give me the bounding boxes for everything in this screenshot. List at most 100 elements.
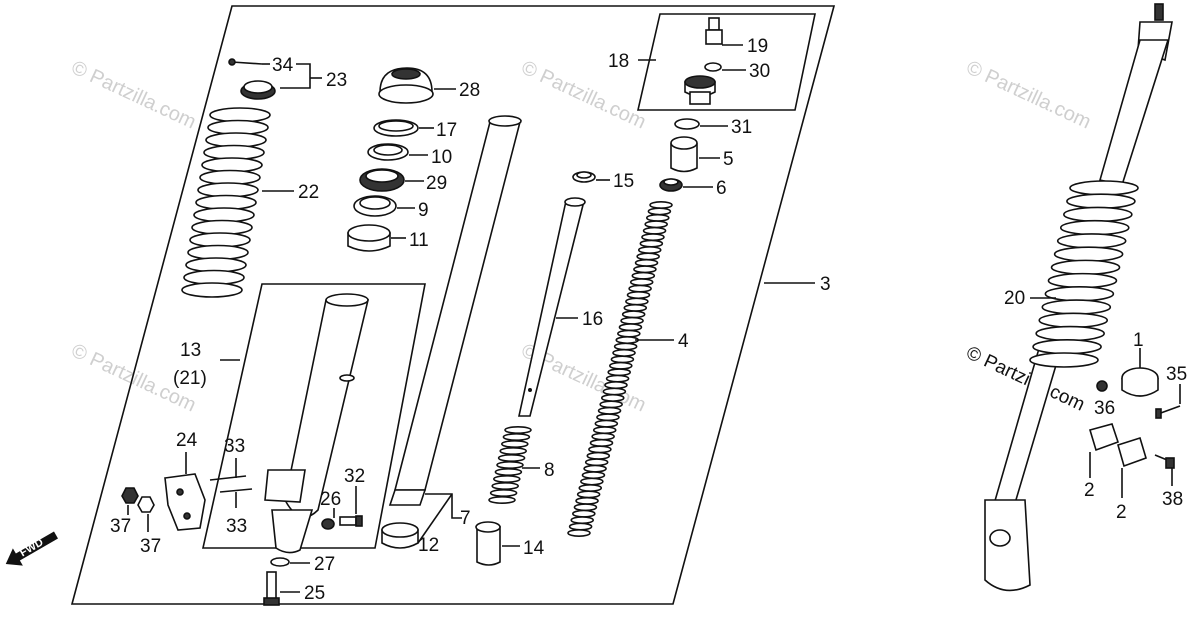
callout-32: 32 [344,466,365,487]
part-7-fork-tube [388,115,522,506]
part-29-seal [359,168,405,192]
spring-coil [572,509,596,518]
callout-26: 26 [320,489,341,510]
leader-7b [417,493,453,544]
spring-coil [649,201,673,210]
spring-coil [610,355,635,364]
spring-coil [602,387,627,396]
part-37-nut [137,496,155,513]
spring-coil [496,460,524,469]
part-13-slider [264,293,370,554]
part-27-washer [270,557,290,567]
callout-12: 12 [418,535,439,556]
callout-33: 33 [224,436,245,457]
callout-18: 18 [608,51,629,72]
spring-coil [607,368,631,377]
callout-4: 4 [678,331,689,352]
spring-coil [626,291,651,300]
callout-13: 13 [180,340,201,361]
boot-fold [1035,325,1105,342]
part-14-piece [475,521,501,566]
spring-coil [504,425,532,434]
spring-coil [620,316,644,325]
spring-coil [580,477,604,486]
part-10-washer [367,143,409,161]
spring-coil [500,439,529,448]
part-1-clamp [1121,367,1159,397]
leader-7 [425,493,462,519]
callout-19: 19 [747,36,768,57]
part-2-bracket [1088,423,1120,452]
spring-coil [641,233,665,242]
spring-coil [575,496,599,505]
spring-coil [633,265,657,274]
part-26-washer [321,518,335,530]
spring-coil [594,419,619,428]
part-31-oring [674,118,700,130]
spring-coil [591,432,615,441]
part-32-bolt [339,515,363,527]
part-8-spring [488,425,532,504]
spring-coil [567,528,591,537]
subassembly-18-box [636,13,816,111]
callout-33: 33 [226,516,247,537]
boot-fold [1041,299,1112,315]
part-25-bolt [263,571,280,606]
part-34-screw [228,58,263,66]
spring-coil [629,278,654,287]
callout-23: 23 [326,70,347,91]
spring-coil [644,220,668,229]
boot-fold [1053,246,1124,262]
callout-25: 25 [304,583,325,604]
callout-37: 37 [110,516,131,537]
spring-coil [583,464,607,473]
callout-2: 2 [1084,480,1095,501]
part-23-cap [240,80,276,100]
callout-28: 28 [459,80,480,101]
spring-coil [570,516,595,525]
spring-coil [589,438,614,447]
spring-coil [492,474,521,483]
callout-37: 37 [140,536,161,557]
part-28-cap [378,67,434,104]
spring-coil [581,471,606,480]
part-38-bolt [1154,454,1175,469]
forward-label: FWD [18,536,46,559]
watermark: © Partzilla.com [68,57,199,134]
callout-1: 1 [1133,330,1144,351]
boot-fold [1032,338,1102,355]
spring-coil [488,495,516,504]
part-16-damper-rod [518,197,586,417]
callout-36: 36 [1094,398,1115,419]
boot-fold [1047,272,1118,289]
part-20-boot [1029,180,1139,368]
assembly-outline [70,5,836,605]
callout-11: 11 [409,230,429,251]
callout-29: 29 [426,173,447,194]
part-5-spacer [670,136,698,173]
callout-20: 20 [1004,288,1025,309]
callout-8: 8 [544,460,555,481]
spring-coil [494,467,523,476]
part-22-boot [181,107,271,298]
part-2-bracket [1117,436,1147,468]
callout-15: 15 [613,171,634,192]
watermark: © Partzilla.com [518,57,649,134]
spring-coil [647,207,672,216]
callout-17: 17 [436,120,457,141]
callout-38: 38 [1162,489,1183,510]
callout-14: 14 [523,538,545,559]
callout-7: 7 [460,508,471,529]
boot-fold [1050,259,1121,276]
spring-coil [588,445,612,454]
spring-coil [637,246,662,255]
part-33-pin [219,488,253,493]
callout-10: 10 [431,147,452,168]
part-19-valve [705,17,723,45]
spring-coil [592,426,617,435]
spring-coil [497,453,526,462]
spring-coil [597,406,622,415]
assembled-fork [984,3,1173,592]
boot-fold [1066,193,1136,210]
